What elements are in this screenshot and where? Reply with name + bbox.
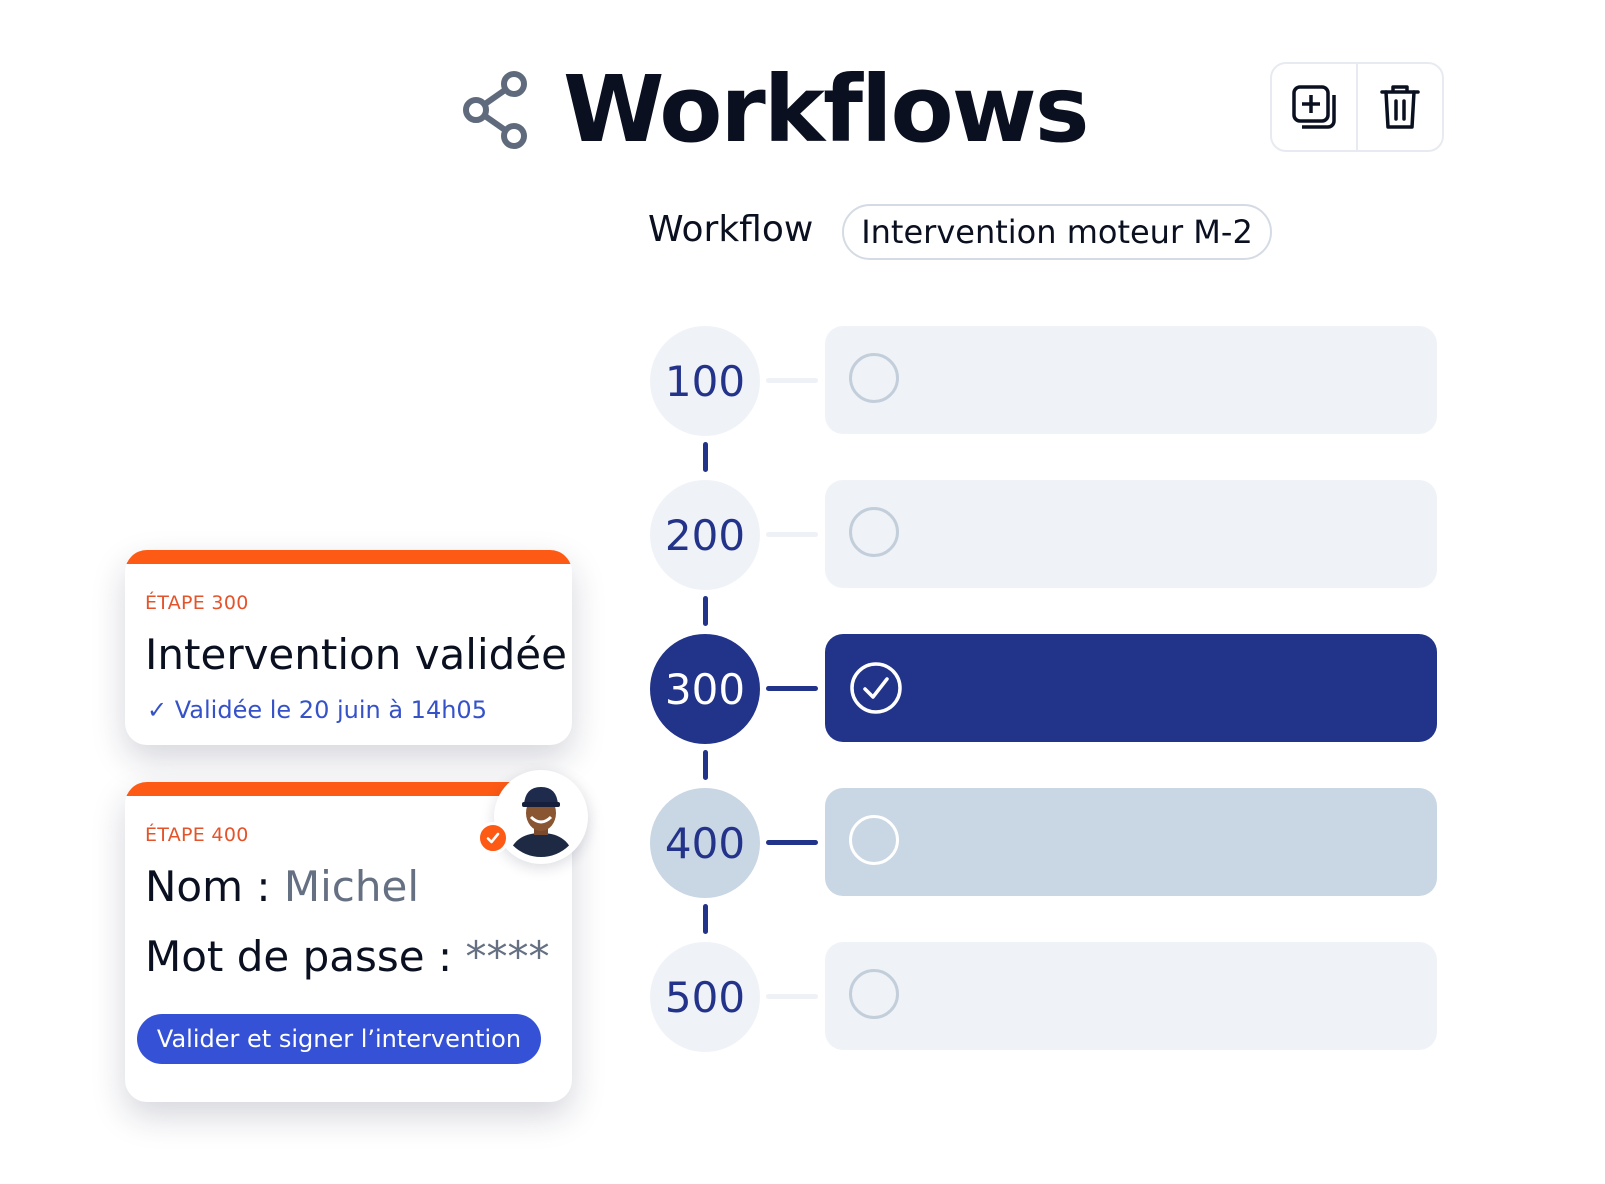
trash-icon <box>1380 85 1420 129</box>
name-label: Nom : <box>145 862 284 911</box>
validation-status: ✓ Validée le 20 juin à 14h05 <box>147 696 487 724</box>
step-bar-300[interactable] <box>825 634 1437 742</box>
radio-icon[interactable] <box>849 507 899 557</box>
step-connector <box>766 686 818 691</box>
radio-icon[interactable] <box>849 815 899 865</box>
step-bar-200[interactable] <box>825 480 1437 588</box>
step-node-200[interactable]: 200 <box>650 480 760 590</box>
radio-icon[interactable] <box>849 353 899 403</box>
name-value: Michel <box>283 862 420 911</box>
step-bar-100[interactable] <box>825 326 1437 434</box>
password-value: **** <box>465 932 550 981</box>
password-field[interactable]: Mot de passe : **** <box>145 932 549 981</box>
step-node-400[interactable]: 400 <box>650 788 760 898</box>
step-connector <box>766 994 818 999</box>
step-link <box>703 904 708 934</box>
validate-sign-button[interactable]: Valider et signer l’intervention <box>137 1014 541 1064</box>
card-accent-bar <box>125 782 572 796</box>
workflow-label: Workflow <box>648 209 814 250</box>
step-node-100[interactable]: 100 <box>650 326 760 436</box>
radio-icon[interactable] <box>849 969 899 1019</box>
add-square-icon <box>1292 85 1336 129</box>
card-title: Intervention validée <box>145 630 567 679</box>
step-connector <box>766 532 818 537</box>
step-node-500[interactable]: 500 <box>650 942 760 1052</box>
card-accent-bar <box>125 550 572 564</box>
step-card-300: ÉTAPE 300 Intervention validée ✓ Validée… <box>125 550 572 745</box>
share-nodes-icon <box>462 70 538 150</box>
avatar <box>494 770 588 864</box>
step-bar-400[interactable] <box>825 788 1437 896</box>
step-link <box>703 442 708 472</box>
step-bar-500[interactable] <box>825 942 1437 1050</box>
step-link <box>703 750 708 780</box>
add-copy-button[interactable] <box>1272 64 1356 150</box>
step-connector <box>766 378 818 383</box>
user-photo-icon <box>501 777 581 857</box>
check-circle-icon[interactable] <box>849 661 903 715</box>
password-label: Mot de passe : <box>145 932 466 981</box>
toolbar <box>1270 62 1444 152</box>
workflow-select[interactable]: Intervention moteur M-2 <box>842 204 1272 260</box>
step-connector <box>766 840 818 845</box>
step-node-300[interactable]: 300 <box>650 634 760 744</box>
card-tag: ÉTAPE 400 <box>145 824 249 846</box>
step-link <box>703 596 708 626</box>
name-field[interactable]: Nom : Michel <box>145 862 419 911</box>
check-badge-icon <box>477 822 509 854</box>
delete-button[interactable] <box>1356 64 1442 150</box>
page-title: Workflows <box>563 56 1089 163</box>
card-tag: ÉTAPE 300 <box>145 592 249 614</box>
